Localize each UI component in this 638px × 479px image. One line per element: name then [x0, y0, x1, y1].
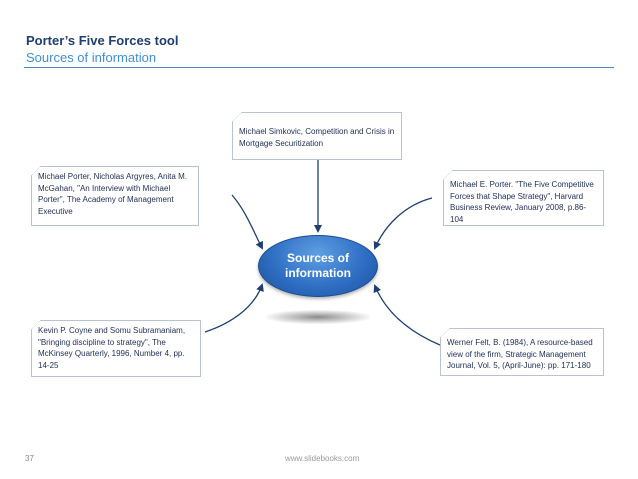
arrow-from-bottom-left: [204, 283, 264, 333]
source-text-bottom-right: Werner Felt, B. (1984), A resource-based…: [447, 338, 593, 370]
center-shadow: [266, 310, 370, 324]
source-text-bottom-left: Kevin P. Coyne and Somu Subramaniam, "Br…: [38, 326, 186, 370]
source-text-top-right: Michael E. Porter. "The Five Competitive…: [450, 180, 594, 224]
source-text-top: Michael Simkovic, Competition and Crisis…: [239, 127, 395, 148]
page-number: 37: [25, 454, 34, 463]
box-corner-fold: [443, 170, 453, 180]
center-node: Sources of information: [258, 235, 378, 297]
page-title: Porter’s Five Forces tool: [26, 33, 179, 48]
footer-website: www.slidebooks.com: [285, 454, 360, 463]
box-corner-fold: [440, 328, 450, 338]
arrow-from-top-right: [373, 197, 433, 250]
page-subtitle: Sources of information: [26, 50, 157, 65]
source-box-top-left: Michael Porter, Nicholas Argyres, Anita …: [31, 166, 199, 226]
title-divider: [24, 67, 614, 68]
source-box-bottom-left: Kevin P. Coyne and Somu Subramaniam, "Br…: [31, 320, 201, 377]
source-box-top-right: Michael E. Porter. "The Five Competitive…: [443, 170, 604, 226]
box-corner-fold: [31, 320, 41, 330]
box-corner-fold: [31, 166, 41, 176]
arrow-from-top-left: [231, 194, 263, 250]
box-corner-fold: [232, 112, 242, 122]
source-box-bottom-right: Werner Felt, B. (1984), A resource-based…: [440, 328, 604, 376]
source-box-top: Michael Simkovic, Competition and Crisis…: [232, 112, 402, 160]
source-text-top-left: Michael Porter, Nicholas Argyres, Anita …: [38, 172, 187, 216]
arrow-from-bottom-right: [373, 284, 441, 346]
center-label: Sources of information: [285, 251, 351, 280]
